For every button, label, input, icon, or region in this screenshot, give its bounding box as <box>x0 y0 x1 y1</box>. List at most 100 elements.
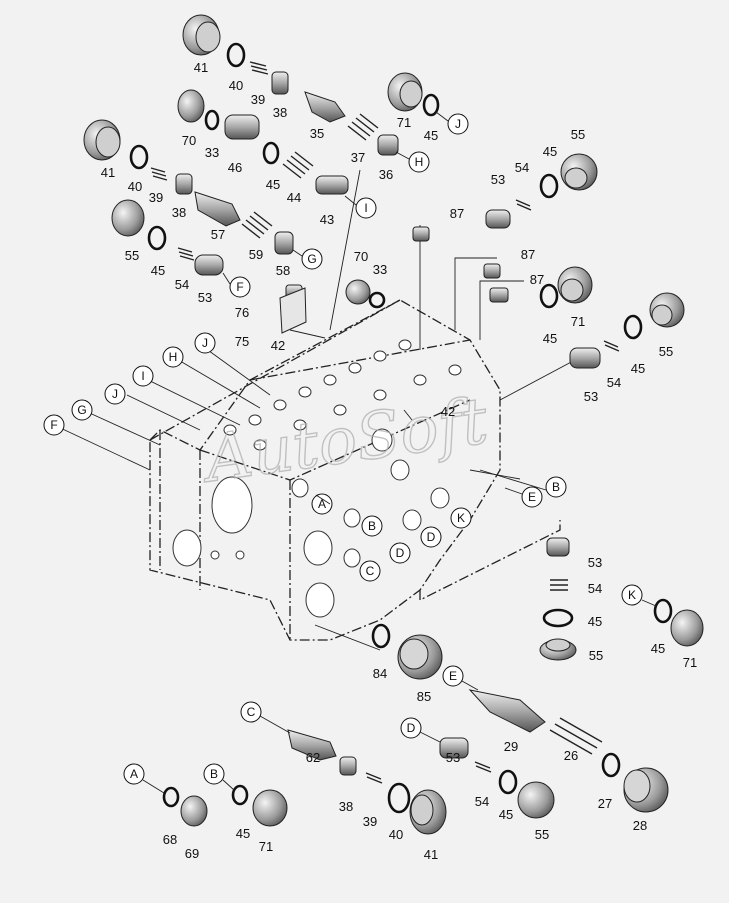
part-label: 71 <box>683 655 697 670</box>
callout-C: C <box>359 560 381 582</box>
callout-I: I <box>132 365 154 387</box>
svg-text:G: G <box>77 403 86 417</box>
part-label: 45 <box>424 128 438 143</box>
part-label: 53 <box>198 290 212 305</box>
part-label: 85 <box>417 689 431 704</box>
svg-text:J: J <box>202 336 208 350</box>
leader-lines <box>53 169 576 651</box>
callout-D: D <box>400 717 422 739</box>
part-label: 59 <box>249 247 263 262</box>
part-label: 45 <box>651 641 665 656</box>
callout-leaders <box>142 111 657 794</box>
part-label: 45 <box>588 614 602 629</box>
part-label: 45 <box>266 177 280 192</box>
part-label: 54 <box>475 794 489 809</box>
svg-text:G: G <box>307 252 316 266</box>
part-label: 54 <box>175 277 189 292</box>
part-label: 33 <box>373 262 387 277</box>
callout-G: G <box>301 248 323 270</box>
svg-text:E: E <box>449 669 457 683</box>
callout-B: B <box>545 476 567 498</box>
part-label: 62 <box>306 750 320 765</box>
svg-text:I: I <box>364 201 367 215</box>
part-label: 42 <box>271 338 285 353</box>
callout-D: D <box>420 526 442 548</box>
part-label: 55 <box>571 127 585 142</box>
callout-B: B <box>361 515 383 537</box>
callout-K: K <box>450 507 472 529</box>
callout-H: H <box>162 346 184 368</box>
part-label: 53 <box>446 750 460 765</box>
svg-text:F: F <box>50 418 57 432</box>
part-label: 70 <box>182 133 196 148</box>
part-label: 70 <box>354 249 368 264</box>
part-label: 41 <box>194 60 208 75</box>
part-label: 55 <box>125 248 139 263</box>
svg-text:K: K <box>457 511 465 525</box>
part-label: 45 <box>543 144 557 159</box>
part-label: 45 <box>151 263 165 278</box>
part-label: 40 <box>229 78 243 93</box>
part-label: 39 <box>363 814 377 829</box>
svg-text:C: C <box>247 705 256 719</box>
part-number-labels: 41 40 39 38 35 71 45 70 33 46 45 44 37 3… <box>101 60 697 862</box>
part-label: 53 <box>491 172 505 187</box>
part-label: 35 <box>310 126 324 141</box>
callout-I: I <box>355 197 377 219</box>
part-label: 76 <box>235 305 249 320</box>
callout-E: E <box>442 665 464 687</box>
part-label: 44 <box>287 190 301 205</box>
part-label: 26 <box>564 748 578 763</box>
callout-letters: J H I G F J H I J G F A B C D D K E B K … <box>43 113 643 785</box>
part-label: 55 <box>659 344 673 359</box>
part-label: 38 <box>172 205 186 220</box>
callout-B: B <box>203 763 225 785</box>
part-label: 38 <box>339 799 353 814</box>
callout-J: J <box>104 383 126 405</box>
part-label: 54 <box>588 581 602 596</box>
part-label: 28 <box>633 818 647 833</box>
springs <box>150 61 620 784</box>
part-label: 54 <box>515 160 529 175</box>
part-label: 84 <box>373 666 387 681</box>
svg-text:J: J <box>112 387 118 401</box>
svg-text:A: A <box>130 767 138 781</box>
part-label: 53 <box>588 555 602 570</box>
callout-E: E <box>521 486 543 508</box>
part-label: 75 <box>235 334 249 349</box>
part-label: 55 <box>589 648 603 663</box>
svg-text:B: B <box>552 480 560 494</box>
part-label: 33 <box>205 145 219 160</box>
part-label: 40 <box>128 179 142 194</box>
part-label: 53 <box>584 389 598 404</box>
callout-F: F <box>229 276 251 298</box>
svg-text:I: I <box>141 369 144 383</box>
svg-text:K: K <box>628 588 636 602</box>
svg-text:D: D <box>427 530 436 544</box>
part-label: 46 <box>228 160 242 175</box>
callout-G: G <box>71 399 93 421</box>
body-ports <box>172 339 462 618</box>
callout-F: F <box>43 414 65 436</box>
plugs <box>83 14 704 835</box>
callout-H: H <box>408 151 430 173</box>
part-label: 39 <box>149 190 163 205</box>
callout-A: A <box>311 493 333 515</box>
part-label: 29 <box>504 739 518 754</box>
part-label: 27 <box>598 796 612 811</box>
part-label: 55 <box>535 827 549 842</box>
svg-text:F: F <box>236 280 243 294</box>
part-label: 45 <box>631 361 645 376</box>
part-label: 41 <box>424 847 438 862</box>
callout-J: J <box>194 332 216 354</box>
spools <box>175 71 601 776</box>
part-label: 71 <box>571 314 585 329</box>
part-label: 71 <box>397 115 411 130</box>
part-label: 38 <box>273 105 287 120</box>
part-label: 41 <box>101 165 115 180</box>
part-label: 45 <box>499 807 513 822</box>
part-label: 43 <box>320 212 334 227</box>
part-label: 58 <box>276 263 290 278</box>
part-label: 57 <box>211 227 225 242</box>
